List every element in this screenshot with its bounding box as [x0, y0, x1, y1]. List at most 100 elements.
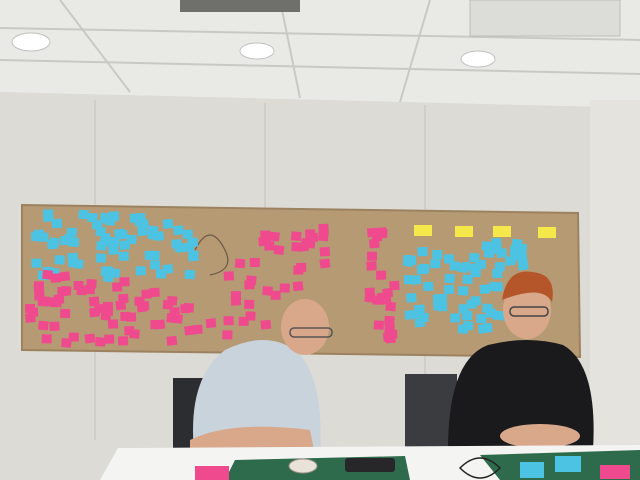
sticky-note [317, 231, 329, 242]
sticky-note [319, 258, 331, 269]
sticky-note [51, 218, 63, 229]
cable [458, 457, 502, 479]
sticky-note [92, 220, 103, 230]
sticky-note [205, 318, 217, 329]
sticky-note [134, 296, 145, 306]
sticky-note [492, 268, 503, 279]
sticky-note [72, 258, 84, 269]
table-note [195, 466, 229, 480]
sticky-note [184, 325, 196, 336]
sticky-note [264, 241, 275, 251]
sticky-note [419, 263, 430, 274]
sticky-note [509, 246, 521, 257]
sticky-note [305, 229, 316, 239]
person-right [448, 271, 594, 450]
sticky-note [144, 250, 155, 261]
sticky-note [234, 258, 246, 269]
ac-unit [469, 0, 621, 37]
sticky-note [95, 253, 107, 263]
sticky-note [279, 283, 290, 293]
sticky-note [96, 241, 107, 251]
sticky-note [107, 319, 119, 329]
sticky-note [290, 231, 302, 242]
sticky-notes [24, 209, 556, 348]
sticky-note [25, 312, 36, 323]
sticky-note [450, 313, 461, 323]
sticky-note [49, 321, 60, 332]
sticky-note [462, 320, 474, 331]
sticky-note [244, 299, 255, 310]
air-vent [180, 0, 300, 12]
sticky-note [223, 316, 234, 326]
sticky-note [47, 239, 58, 250]
sticky-note [462, 274, 473, 285]
sticky-note [517, 260, 529, 271]
sticky-note [273, 244, 285, 256]
sticky-note [405, 292, 417, 303]
sticky-note [223, 271, 235, 281]
sticky-note [482, 303, 493, 314]
sticky-note [137, 226, 148, 237]
sticky-note [479, 284, 491, 294]
sticky-note [184, 269, 196, 280]
sticky-note [60, 308, 71, 319]
sticky-note [54, 255, 65, 265]
sticky-note [404, 309, 416, 320]
sticky-note [118, 293, 129, 304]
sticky-note [372, 295, 383, 305]
sticky-note [155, 269, 167, 279]
sticky-note [78, 209, 89, 220]
sticky-note [373, 320, 385, 330]
header-note [538, 227, 556, 238]
sticky-note [102, 306, 114, 316]
sticky-note [169, 306, 181, 317]
header-note [414, 225, 432, 236]
sticky-note [222, 330, 233, 340]
sticky-note [42, 269, 53, 280]
sticky-note [24, 304, 36, 314]
sticky-note [37, 320, 49, 331]
sticky-note [477, 323, 489, 334]
sticky-note [364, 292, 376, 303]
sticky-note [300, 238, 312, 248]
sticky-note [147, 230, 159, 241]
sticky-note [458, 303, 469, 314]
sticky-note [125, 312, 137, 322]
sticky-note [84, 284, 95, 295]
sticky-note [423, 281, 434, 292]
sticky-note [318, 223, 329, 234]
sticky-note [319, 246, 331, 257]
sticky-note [269, 231, 280, 242]
sticky-note [481, 241, 493, 252]
sticky-note [270, 290, 281, 300]
sticky-note [182, 229, 193, 239]
sticky-note [443, 254, 455, 264]
sticky-note [449, 261, 460, 271]
sticky-note [141, 289, 152, 299]
cup [288, 458, 318, 474]
sticky-note [183, 302, 195, 313]
sticky-note [511, 238, 523, 249]
sticky-note [38, 232, 49, 242]
sticky-note [88, 296, 100, 307]
sticky-note [385, 301, 397, 312]
sticky-note [466, 299, 477, 309]
sticky-note [443, 284, 455, 295]
glasses [509, 306, 549, 317]
kraft-paper-board [21, 203, 582, 359]
sticky-note [174, 243, 186, 253]
sticky-note [459, 261, 471, 272]
sticky-note [475, 259, 486, 269]
sticky-note [384, 323, 395, 334]
table-note [555, 456, 581, 472]
sticky-note [84, 333, 96, 344]
sticky-note [66, 227, 78, 238]
sticky-note [457, 286, 469, 296]
sticky-note [34, 291, 45, 301]
table-note [600, 465, 630, 479]
sticky-note [292, 281, 304, 292]
sticky-note [230, 296, 242, 306]
sticky-note [192, 324, 203, 335]
sticky-note [384, 315, 395, 326]
